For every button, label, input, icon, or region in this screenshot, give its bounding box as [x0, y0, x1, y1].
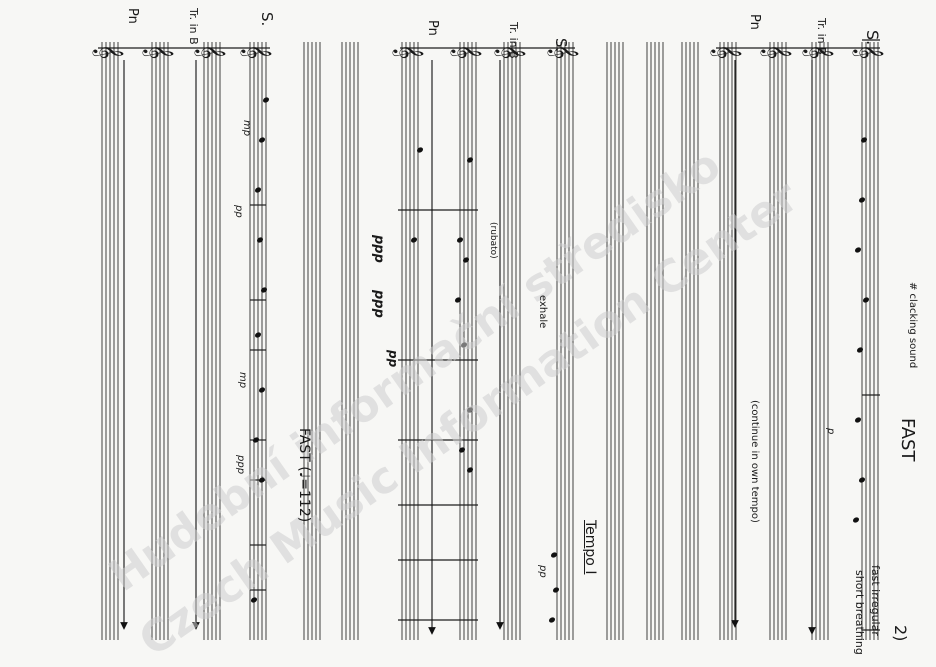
treble-clef-icon: 𝄞 [710, 44, 742, 59]
staff-2 [203, 42, 221, 640]
treble-clef-icon: 𝄞 [760, 44, 792, 59]
sys2-dynamic-pp-1: pp [537, 565, 548, 578]
note-head [258, 477, 266, 483]
note-head [856, 347, 864, 353]
note-head [250, 597, 258, 603]
sys2-annotation-rubato: (rubato) [488, 222, 498, 259]
note-heads [250, 97, 870, 623]
sys1-dynamic-p: p [825, 428, 836, 435]
note-head [550, 552, 558, 558]
staff-0 [101, 42, 119, 640]
treble-clefs: 𝄞 𝄞 𝄞 𝄞 𝄞 𝄞 𝄞 𝄞 𝄞 𝄞 𝄞 𝄞 [92, 44, 884, 59]
treble-clef-icon: 𝄞 [194, 44, 226, 59]
treble-clef-icon: 𝄞 [494, 44, 526, 59]
sys1-annotation-continue: (continue in own tempo) [749, 400, 760, 523]
note-head [860, 137, 868, 143]
note-head [458, 447, 466, 453]
treble-clef-icon: 𝄞 [392, 44, 424, 59]
staff-1 [151, 42, 169, 640]
note-head [466, 407, 474, 413]
staff-4 [303, 42, 321, 640]
note-head [262, 97, 270, 103]
staff-15 [811, 42, 829, 640]
sys2-label-soprano: S. [552, 38, 570, 53]
sys3-dynamic-mp-1: mp [241, 120, 252, 137]
treble-clef-icon: 𝄞 [547, 44, 579, 59]
staff-7 [459, 42, 477, 640]
note-head [462, 257, 470, 263]
sys2-annotation-exhale: exhale [537, 295, 548, 329]
note-head [258, 387, 266, 393]
note-head [858, 197, 866, 203]
staff-10 [606, 42, 624, 640]
staff-5 [341, 42, 359, 640]
note-head [460, 342, 468, 348]
sys1-annotation-short-breathing: short breathing [853, 570, 866, 655]
note-head [254, 332, 262, 338]
sys3-label-trumpet: Tr. in B [187, 8, 200, 45]
treble-clef-icon: 𝄞 [142, 44, 174, 59]
note-head [454, 297, 462, 303]
sys2-dynamic-ppp-1: ppp [371, 235, 386, 263]
treble-clef-icon: 𝄞 [802, 44, 834, 59]
note-head [456, 237, 464, 243]
sys1-label-soprano: S. [863, 30, 882, 46]
staff-9 [556, 42, 574, 640]
sys3-label-piano: Pn [125, 8, 140, 24]
note-head [410, 237, 418, 243]
staff-6 [401, 42, 419, 640]
note-head [552, 587, 560, 593]
sys2-dynamic-ppp-2: ppp [371, 290, 386, 318]
note-head [256, 237, 264, 243]
note-head [466, 157, 474, 163]
note-head [416, 147, 424, 153]
sys3-dynamic-mp-2: mp [237, 372, 248, 389]
note-head [254, 187, 262, 193]
sys1-label-piano: Pn [747, 14, 762, 30]
treble-clef-icon: 𝄞 [240, 44, 272, 59]
staff-16 [861, 42, 879, 640]
treble-clef-icon: 𝄞 [92, 44, 124, 59]
note-head [854, 247, 862, 253]
sys2-tempo-marking: Tempo I [582, 520, 598, 575]
sys3-dynamic-pp: pp [233, 205, 244, 218]
staff-12 [681, 42, 699, 640]
continuation-arrows [120, 60, 816, 635]
note-head [258, 137, 266, 143]
sys1-annotation-fast-irregular: fast irregular [869, 565, 882, 636]
sys2-label-trumpet: Tr. in B [507, 22, 520, 59]
page-number: 2) [891, 625, 910, 642]
sys3-tempo-marking: FAST (♩=112) [296, 428, 312, 523]
staff-13 [719, 42, 737, 640]
sys3-dynamic-ppp: ppp [235, 455, 246, 475]
barlines [98, 39, 880, 631]
note-head [548, 617, 556, 623]
staff-14 [769, 42, 787, 640]
sys2-dynamic-pp-2: pp [386, 350, 400, 368]
sys3-label-soprano: S. [258, 12, 276, 27]
note-head [466, 467, 474, 473]
note-head [862, 297, 870, 303]
note-head [852, 517, 860, 523]
note-head [252, 437, 260, 443]
treble-clef-icon: 𝄞 [852, 44, 884, 59]
note-head [858, 477, 866, 483]
staff-lines [101, 42, 879, 640]
sys1-tempo-marking: FAST [897, 418, 918, 462]
sys2-label-piano: Pn [425, 20, 440, 36]
staff-11 [646, 42, 664, 640]
sys1-label-trumpet: Tr. in B [815, 18, 828, 55]
note-head [260, 287, 268, 293]
staff-8 [503, 42, 521, 640]
sys1-annotation-clacking: # clacking sound [907, 282, 918, 369]
treble-clef-icon: 𝄞 [450, 44, 482, 59]
note-head [854, 417, 862, 423]
